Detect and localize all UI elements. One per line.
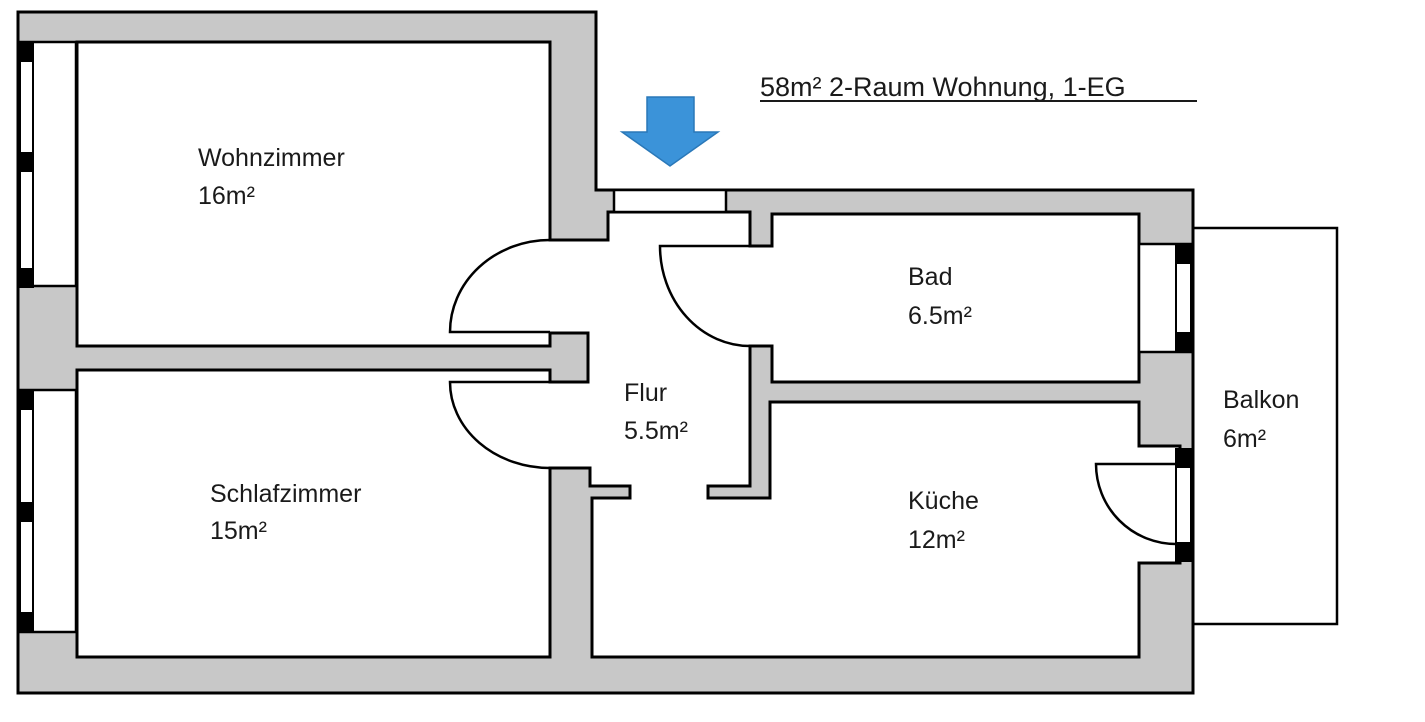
door-swing-wohnzimmer bbox=[448, 238, 551, 334]
room-name-wohnzimmer: Wohnzimmer bbox=[198, 144, 345, 172]
window-wohnzimmer-mullion-bottom bbox=[18, 268, 34, 288]
room-name-schlafzimmer: Schlafzimmer bbox=[210, 480, 361, 508]
balcony-outline bbox=[1193, 226, 1339, 626]
room-name-bad: Bad bbox=[908, 263, 952, 291]
plan-title: 58m² 2-Raum Wohnung, 1-EG bbox=[760, 72, 1126, 102]
door-swing-balkon bbox=[1094, 462, 1177, 546]
room-area-flur: 5.5m² bbox=[624, 417, 688, 445]
balcony-door-jamb-bottom bbox=[1175, 542, 1193, 562]
room-name-balkon: Balkon bbox=[1223, 386, 1299, 414]
room-name-kueche: Küche bbox=[908, 487, 979, 515]
window-bad-mullion-bottom bbox=[1175, 332, 1193, 352]
door-swing-schlafzimmer bbox=[448, 380, 551, 470]
room-area-schlafzimmer: 15m² bbox=[210, 517, 267, 545]
window-wohnzimmer-mullion-top bbox=[18, 42, 34, 62]
door-swing-bad bbox=[658, 244, 751, 348]
room-name-flur: Flur bbox=[624, 379, 667, 407]
window-schlafzimmer-mullion-mid bbox=[18, 502, 34, 522]
balcony-door-jamb-top bbox=[1175, 448, 1193, 468]
window-schlafzimmer-mullion-bottom bbox=[18, 612, 34, 632]
walls bbox=[16, 10, 1195, 695]
entrance-door-opening bbox=[612, 188, 728, 214]
room-area-wohnzimmer: 16m² bbox=[198, 182, 255, 210]
window-schlafzimmer-mullion-top bbox=[18, 390, 34, 410]
room-area-kueche: 12m² bbox=[908, 526, 965, 554]
window-bad-mullion-top bbox=[1175, 244, 1193, 264]
room-area-balkon: 6m² bbox=[1223, 425, 1266, 453]
room-area-bad: 6.5m² bbox=[908, 302, 972, 330]
window-wohnzimmer-mullion-mid bbox=[18, 152, 34, 172]
down-arrow-icon bbox=[619, 96, 721, 167]
